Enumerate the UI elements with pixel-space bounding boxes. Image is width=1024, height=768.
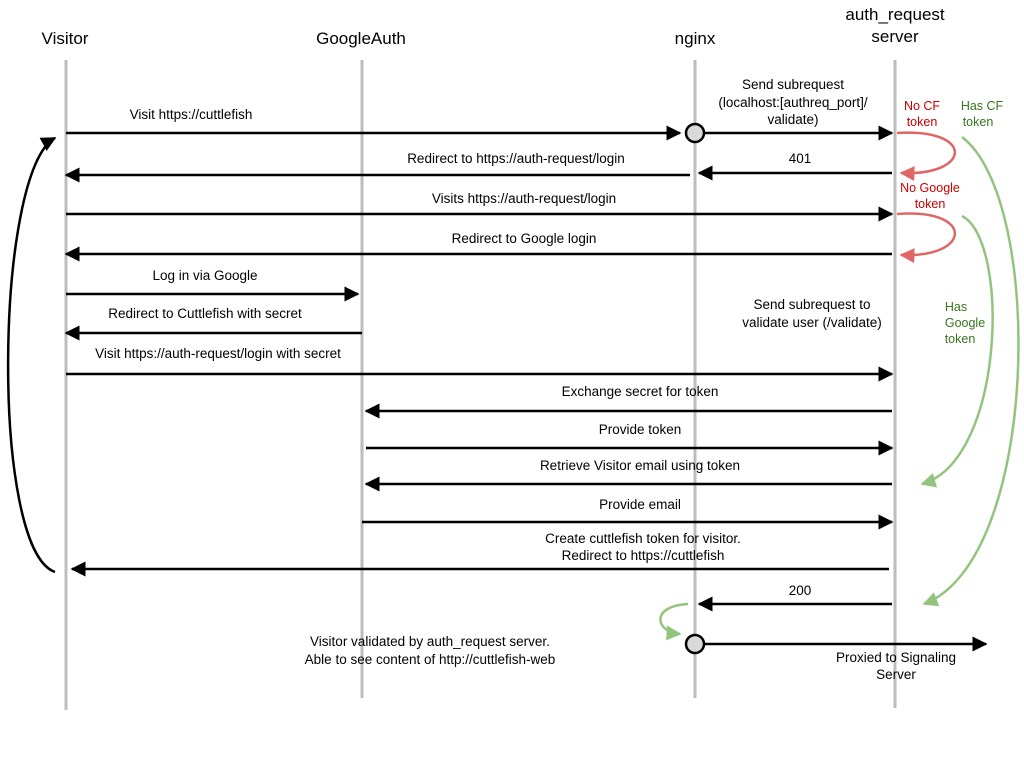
label-200: 200 <box>789 583 812 598</box>
label-retrieve-email: Retrieve Visitor email using token <box>540 458 740 473</box>
note-has-cf-1: Has CF <box>961 99 1004 113</box>
label-validate-2: validate user (/validate) <box>742 315 882 330</box>
note-no-cf-2: token <box>907 115 938 129</box>
label-create-token-2: Redirect to https://cuttlefish <box>562 548 725 563</box>
green-path-has-google <box>920 214 994 488</box>
label-validate-1: Send subrequest to <box>753 297 870 312</box>
note-no-cf-1: No CF <box>904 99 940 113</box>
green-path-has-cf <box>922 136 1020 607</box>
label-provide-email: Provide email <box>599 497 681 512</box>
actor-googleauth: GoogleAuth <box>316 29 406 48</box>
label-visit-login-secret: Visit https://auth-request/login with se… <box>95 346 341 361</box>
label-send-subrequest-3: validate) <box>767 112 818 127</box>
nginx-node-bottom <box>684 633 706 655</box>
note-has-google-1: Has <box>945 300 967 314</box>
actor-authreq-line1: auth_request <box>845 5 945 24</box>
label-provide-token: Provide token <box>599 422 682 437</box>
note-no-google-2: token <box>915 197 946 211</box>
red-path-no-google <box>896 212 956 264</box>
label-exchange-secret: Exchange secret for token <box>562 384 719 399</box>
label-401: 401 <box>789 151 812 166</box>
label-proxied-1: Proxied to Signaling <box>836 650 956 665</box>
label-login-google: Log in via Google <box>152 268 257 283</box>
loop-back-arrow <box>6 136 57 574</box>
actor-visitor: Visitor <box>42 29 89 48</box>
label-create-token-1: Create cuttlefish token for visitor. <box>545 531 741 546</box>
label-proxied-2: Server <box>876 667 916 682</box>
label-send-subrequest-1: Send subrequest <box>742 77 844 92</box>
label-visit-cuttlefish: Visit https://cuttlefish <box>130 107 253 122</box>
label-validated-2: Able to see content of http://cuttlefish… <box>305 652 556 667</box>
note-has-google-2: Google <box>945 316 985 330</box>
actor-authreq-line2: server <box>871 27 919 46</box>
nginx-node-top <box>684 122 706 144</box>
label-validated-1: Visitor validated by auth_request server… <box>310 634 550 649</box>
note-no-google-1: No Google <box>900 181 960 195</box>
label-visits-auth-login: Visits https://auth-request/login <box>432 191 616 206</box>
actor-nginx: nginx <box>675 29 716 48</box>
note-has-cf-2: token <box>963 115 994 129</box>
label-redirect-cuttlefish-secret: Redirect to Cuttlefish with secret <box>108 306 302 321</box>
green-loop-nginx <box>659 602 689 641</box>
label-send-subrequest-2: (localhost:[authreq_port]/ <box>718 95 868 110</box>
label-redirect-google-login: Redirect to Google login <box>452 231 597 246</box>
label-redirect-auth-login: Redirect to https://auth-request/login <box>407 151 625 166</box>
red-path-no-cf <box>896 131 956 182</box>
note-has-google-3: token <box>945 332 976 346</box>
